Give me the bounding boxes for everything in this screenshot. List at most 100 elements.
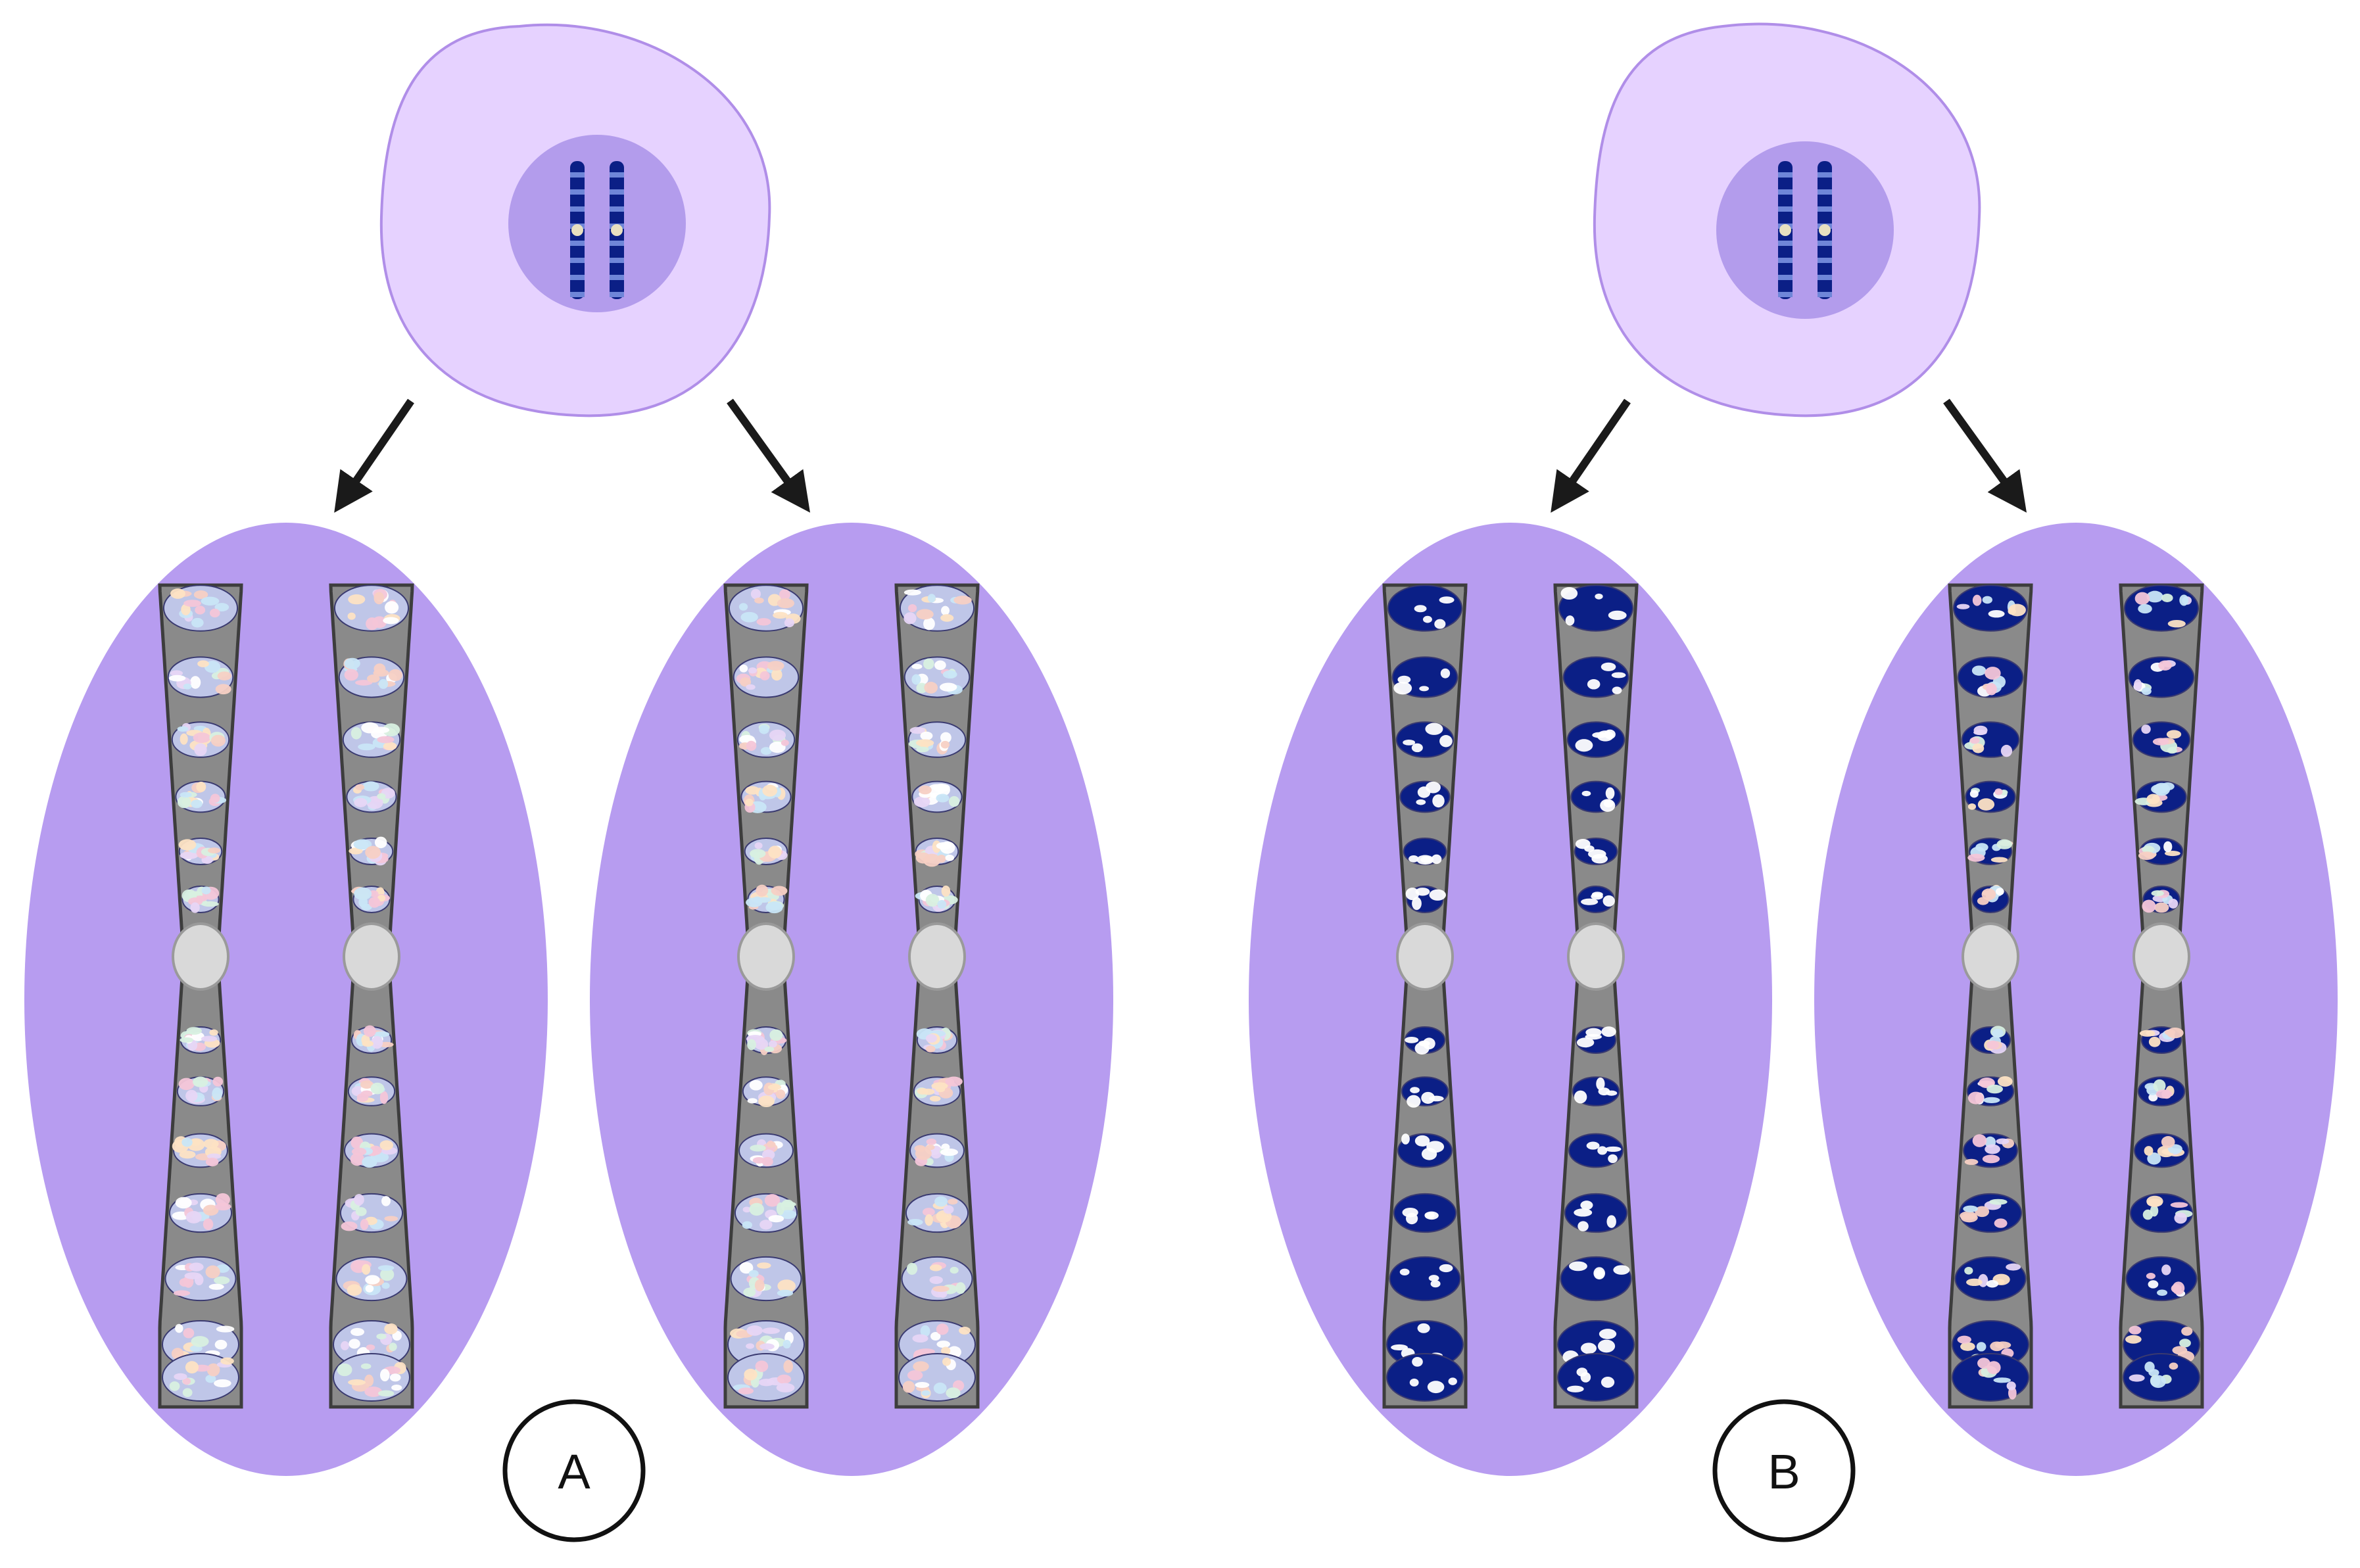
band-granule (363, 1025, 376, 1037)
band-granule (759, 671, 770, 680)
parent-band (1818, 206, 1832, 212)
band-granule (214, 1379, 231, 1388)
band-granule (1988, 1199, 2008, 1205)
band-granule (757, 1262, 771, 1269)
band-granule (1963, 1205, 1978, 1212)
band-granule (183, 1327, 195, 1339)
panel-label-a: A (558, 1444, 590, 1499)
band-granule (776, 1383, 795, 1392)
band-granule (1608, 1154, 1618, 1164)
band-granule (925, 1145, 935, 1151)
band-granule (940, 614, 954, 622)
band-granule (1606, 1215, 1616, 1228)
band-granule (760, 747, 772, 755)
band-granule (1428, 1275, 1439, 1282)
band-granule (1595, 593, 1603, 600)
band-granule (362, 781, 379, 792)
band-granule (1419, 686, 1430, 692)
band-granule (916, 746, 929, 753)
band-granule (2133, 679, 2142, 691)
band-granule (926, 1138, 937, 1145)
band-granule (752, 1157, 765, 1164)
band-granule (934, 660, 946, 671)
band-granule (2154, 902, 2169, 913)
band-granule (184, 1272, 202, 1279)
band-granule (384, 1323, 398, 1335)
band-granule (220, 1357, 234, 1365)
band-granule (1397, 675, 1411, 684)
band-granule (739, 1262, 754, 1274)
band-granule (756, 884, 769, 897)
band-granule (925, 1214, 933, 1226)
band-granule (918, 785, 932, 795)
band-granule (779, 1210, 797, 1220)
centromere (1396, 922, 1454, 991)
band-granule (940, 740, 950, 749)
band-granule (2142, 845, 2155, 853)
band-granule (754, 842, 763, 849)
band-granule (183, 683, 192, 690)
band-granule (754, 597, 764, 604)
band-granule (181, 604, 191, 615)
band-granule (216, 1325, 235, 1333)
band-granule (939, 682, 957, 692)
band-granule (1407, 1095, 1421, 1108)
band-granule (1993, 1377, 2011, 1383)
band-granule (169, 1381, 180, 1391)
band-granule (1421, 1091, 1435, 1104)
band-granule (1957, 1335, 1971, 1344)
panel-label-circle-b (1712, 1399, 1856, 1542)
band-granule (2146, 1273, 2155, 1279)
centromere (343, 922, 400, 991)
band-granule (379, 1091, 389, 1105)
band-granule (2170, 1202, 2188, 1208)
band-granule (1995, 888, 2004, 895)
band-granule (214, 1202, 231, 1211)
band-granule (2008, 607, 2016, 615)
band-granule (743, 1287, 756, 1297)
band-granule (777, 1289, 794, 1296)
band-granule (742, 1206, 751, 1213)
band-granule (1575, 839, 1591, 849)
band-granule (384, 1216, 398, 1222)
band-granule (180, 733, 188, 745)
band-granule (1613, 1265, 1630, 1275)
band-granule (351, 1147, 367, 1156)
band-granule (915, 1381, 930, 1389)
panel-label-b: B (1768, 1444, 1800, 1499)
band-granule (1988, 609, 2005, 618)
band-granule (212, 1087, 223, 1101)
band-granule (1448, 1377, 1457, 1385)
band-granule (349, 847, 363, 855)
band-granule (1601, 1026, 1616, 1037)
band-granule (365, 1275, 380, 1285)
band-granule (920, 731, 933, 740)
daughter-chromosomes-a2 (723, 583, 980, 1409)
band-granule (1994, 788, 2003, 796)
band-granule (771, 669, 783, 681)
band-granule (1972, 1134, 1987, 1147)
band-granule (931, 1082, 948, 1090)
band-granule (185, 1089, 198, 1102)
band-granule (942, 1357, 951, 1366)
band-granule (1605, 1146, 1622, 1152)
arrow-a-left (334, 398, 414, 513)
parent-band (1778, 206, 1793, 212)
band-granule (746, 1343, 755, 1349)
band-granule (217, 671, 231, 680)
band-granule (943, 1205, 954, 1214)
band-granule (168, 675, 186, 682)
band-granule (1414, 1042, 1430, 1055)
band-granule (1409, 855, 1419, 863)
band-granule (1567, 1385, 1584, 1392)
band-granule (2161, 1136, 2175, 1148)
band-granule (746, 740, 757, 751)
band-granule (744, 1368, 758, 1381)
parent-band (1778, 241, 1793, 246)
band-granule (1977, 1358, 1990, 1369)
band-granule (1405, 888, 1420, 901)
band-granule (1985, 1144, 2000, 1154)
band-granule (946, 1387, 961, 1398)
band-granule (2138, 604, 2152, 614)
band-granule (391, 1385, 402, 1391)
